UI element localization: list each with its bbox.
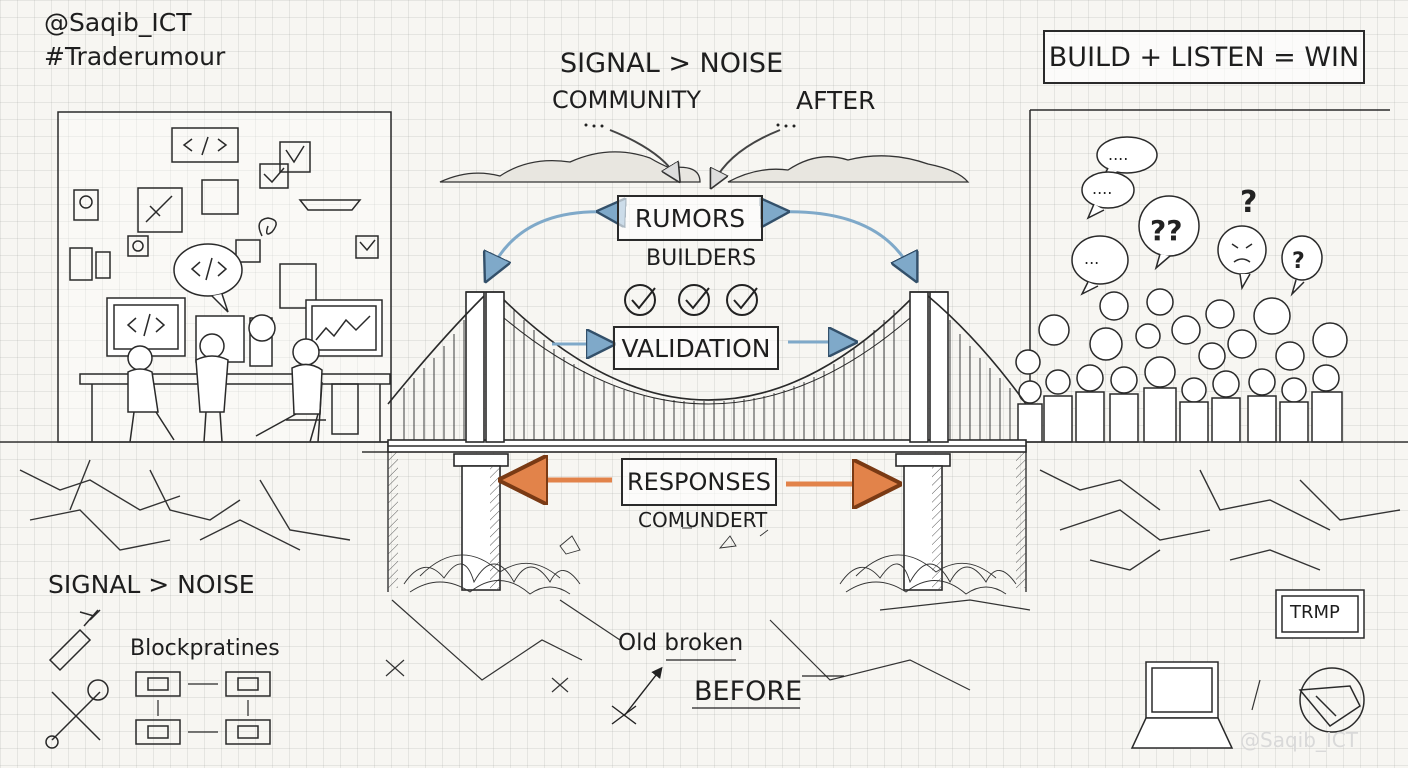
author-handle: @Saqib_ICT [44,8,192,37]
bottom-signal-noise: SIGNAL > NOISE [48,570,255,599]
tools-and-blocks [45,609,271,749]
top-signal-noise: SIGNAL > NOISE [560,48,784,79]
top-after-label: AFTER [796,86,876,115]
svg-text:....: .... [1092,179,1112,198]
broken-land-lines [385,599,1261,711]
community-crowd-panel: .... .... ?? ? ... ? [1015,109,1390,443]
flow-arrows [490,129,912,725]
svg-text:?: ? [1240,185,1257,220]
ground-cliffs [0,441,1408,592]
checkmarks [624,284,758,316]
rubble-scribbles [403,527,1017,595]
top-community-label: COMMUNITY [552,86,701,114]
svg-text:??: ?? [1150,214,1182,247]
validation-box: VALIDATION [613,326,779,370]
suspension-bridge [387,291,1027,591]
hashtag: #Traderumour [44,42,226,71]
equation-text: BUILD + LISTEN = WIN [1048,41,1360,73]
rumors-label: RUMORS [634,203,746,233]
background-mountains [439,151,970,183]
responses-label: RESPONSES [626,468,772,496]
equation-box: BUILD + LISTEN = WIN [1043,30,1365,84]
svg-text:...: ... [1084,249,1099,268]
rumors-box: RUMORS [617,195,763,241]
blockpratines-label: Blockpratines [130,636,280,661]
responses-box: RESPONSES [621,458,777,506]
validation-label: VALIDATION [621,333,771,363]
laptop-and-badge-icons [1130,589,1365,749]
watermark: @Saqib_ICT [1240,728,1358,752]
svg-text:?: ? [1292,249,1305,274]
builders-label: BUILDERS [646,246,757,271]
trmp-badge: TRMP [1290,602,1340,623]
comundert-label: COMUNDERT [638,508,768,532]
svg-text:....: .... [1108,145,1128,164]
before-label: BEFORE [694,676,803,707]
decor-dots [584,123,796,128]
builders-workspace-panel [57,111,392,443]
old-broken-label: Old broken [618,630,744,656]
